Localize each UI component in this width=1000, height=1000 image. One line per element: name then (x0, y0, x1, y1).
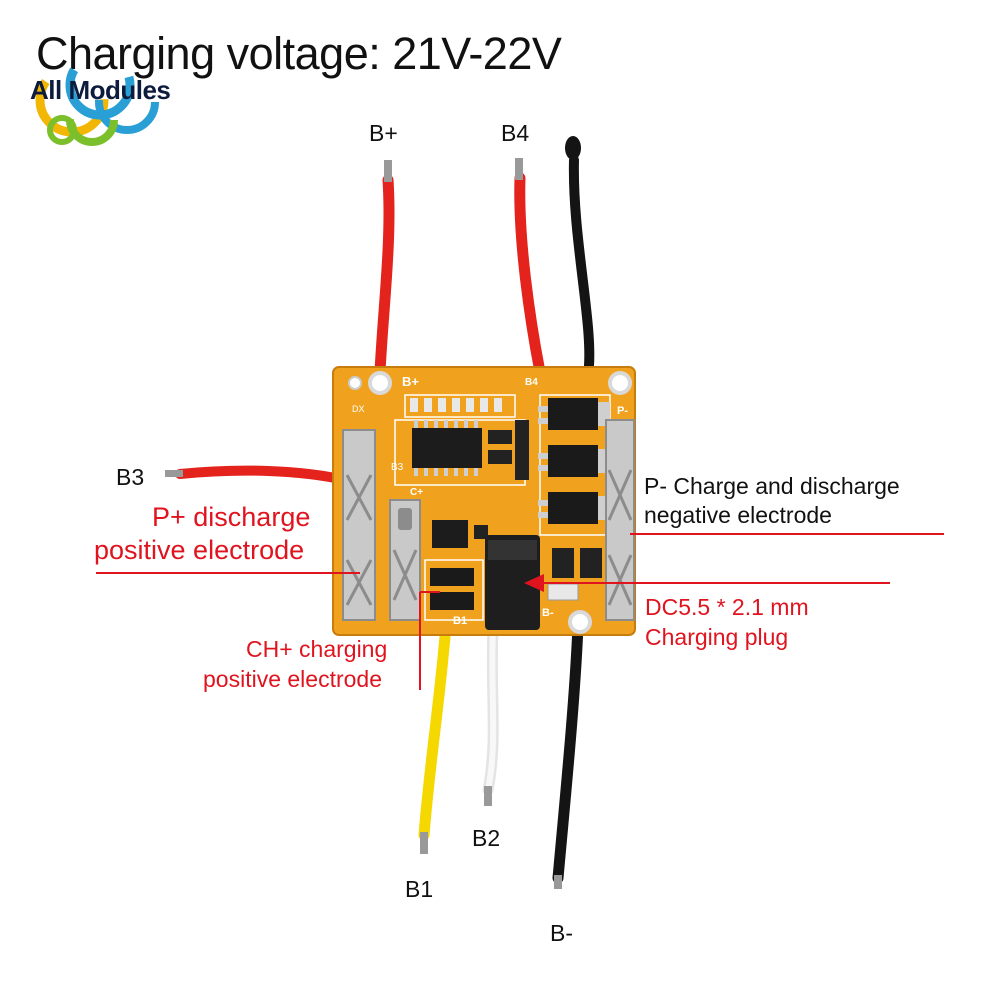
wire-b2-tip (484, 786, 492, 806)
label-b3: B3 (116, 464, 145, 490)
dc-label-line1: DC5.5 * 2.1 mm (645, 594, 809, 620)
label-b4: B4 (501, 120, 530, 146)
logo-text: All Modules (30, 75, 171, 105)
dc-pointer-arrow (524, 574, 544, 592)
pcb-label-b-plus: B+ (402, 374, 419, 389)
wire-b4-tip (515, 158, 523, 180)
p-plus-label-line2: positive electrode (94, 535, 305, 565)
wire-b1-tip (420, 832, 428, 854)
all-modules-logo (35, 50, 159, 146)
p-minus-label-line2: negative electrode (644, 502, 832, 528)
wire-b3-tip (165, 470, 183, 477)
terminal-left-1 (342, 429, 376, 621)
p-minus-label-line1: P- Charge and discharge (644, 473, 900, 499)
thermistor-bead (565, 136, 581, 160)
label-b1: B1 (405, 876, 434, 902)
dc-label-line2: Charging plug (645, 624, 789, 650)
terminal-right (605, 419, 635, 621)
label-b-plus: B+ (369, 120, 398, 146)
pcb-label-p-minus: P- (617, 405, 628, 417)
wire-b-plus (374, 174, 395, 378)
ch-label-line1: CH+ charging (246, 636, 388, 662)
wire-b-minus (552, 619, 584, 884)
pcb-label-c: C+ (410, 487, 423, 498)
pcb-label-b-minus: B- (542, 607, 554, 619)
pcb-label-b1: B1 (453, 615, 467, 627)
label-b2: B2 (472, 825, 501, 851)
ic-main (412, 428, 482, 468)
label-b-minus: B- (550, 920, 573, 946)
p-plus-label-line1: P+ discharge (152, 502, 311, 532)
wire-b3 (175, 465, 350, 485)
pcb-label-b3: B3 (391, 462, 404, 473)
wire-b-minus-top (568, 155, 595, 380)
wire-b-minus-tip (554, 875, 562, 889)
pcb-label-b4: B4 (525, 377, 538, 388)
pcb-label-dx: DX (352, 404, 365, 414)
mosfet-group (538, 398, 610, 524)
wire-b1 (418, 619, 452, 841)
page-title: Charging voltage: 21V-22V (36, 28, 562, 79)
wire-b4 (514, 172, 546, 378)
terminal-left-2 (389, 499, 421, 621)
wire-b-plus-tip (384, 160, 392, 182)
ch-label-line2: positive electrode (203, 666, 382, 692)
